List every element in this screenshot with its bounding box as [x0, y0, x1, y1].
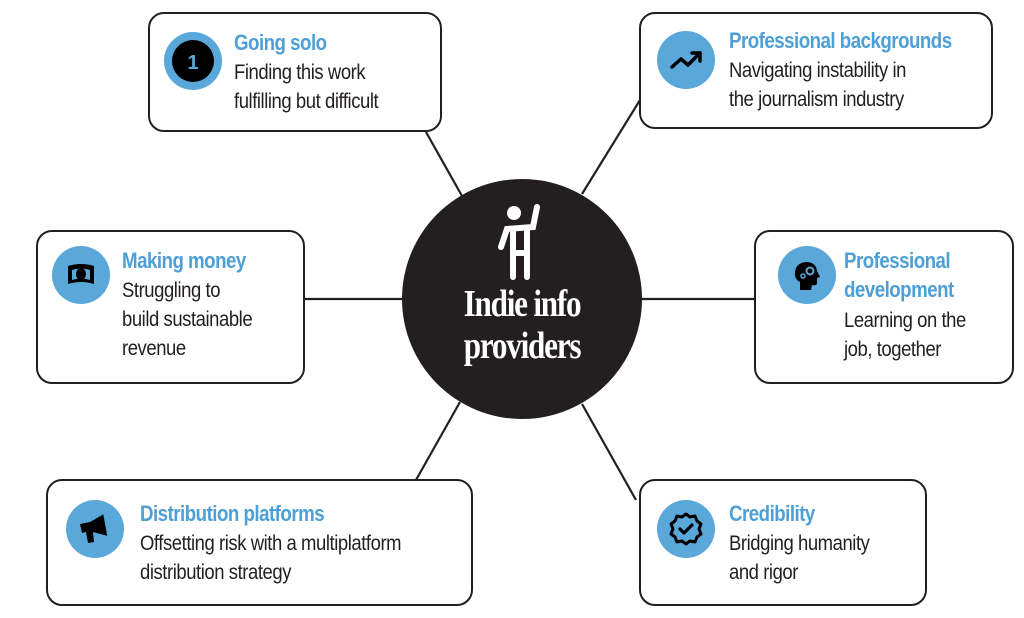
person-waving-icon: [498, 204, 540, 280]
node-description: Finding this work fulfilling but difficu…: [234, 58, 379, 116]
connector-distribution-platforms: [415, 401, 461, 481]
head-gears-icon: [778, 246, 836, 304]
desc-line: build sustainable: [122, 308, 253, 331]
node-title: Professional development: [844, 246, 954, 304]
node-description: Navigating instability in the journalism…: [729, 56, 906, 114]
hub-title-line1: Indie info: [463, 283, 582, 325]
title-line: Professional: [844, 248, 951, 273]
node-title: Professional backgrounds: [729, 28, 952, 53]
hub-title: Indie info providers: [424, 283, 621, 367]
node-title: Making money: [122, 248, 246, 273]
node-going-solo: 1 Going solo Finding this work fulfillin…: [148, 12, 442, 132]
desc-line: Navigating instability in: [729, 59, 906, 82]
desc-line: job, together: [844, 338, 942, 361]
desc-line: Learning on the: [844, 309, 966, 332]
desc-line: revenue: [122, 337, 186, 360]
connector-going-solo: [425, 131, 463, 197]
svg-text:1: 1: [187, 52, 198, 74]
connector-credibility: [581, 403, 637, 501]
node-distribution-platforms: Distribution platforms Offsetting risk w…: [46, 479, 473, 606]
trending-up-icon: [657, 31, 715, 89]
number-one-icon: 1: [164, 32, 222, 90]
hub-circle: Indie info providers: [402, 179, 642, 419]
desc-line: and rigor: [729, 561, 798, 584]
node-credibility: Credibility Bridging humanity and rigor: [639, 479, 927, 606]
node-description: Offsetting risk with a multiplatform dis…: [140, 529, 402, 587]
node-professional-backgrounds: Professional backgrounds Navigating inst…: [639, 12, 993, 129]
desc-line: Struggling to: [122, 279, 221, 302]
megaphone-icon: [66, 500, 124, 558]
title-line: development: [844, 277, 954, 302]
desc-line: Finding this work: [234, 61, 366, 84]
desc-line: distribution strategy: [140, 561, 292, 584]
node-description: Struggling to build sustainable revenue: [122, 276, 253, 363]
hub-title-line2: providers: [463, 325, 582, 367]
node-description: Learning on the job, together: [844, 306, 966, 364]
node-title: Distribution platforms: [140, 501, 325, 526]
connector-professional-backgrounds: [581, 99, 641, 195]
node-title: Credibility: [729, 501, 815, 526]
desc-line: Bridging humanity: [729, 532, 870, 555]
desc-line: Offsetting risk with a multiplatform: [140, 532, 402, 555]
node-description: Bridging humanity and rigor: [729, 529, 870, 587]
node-title: Going solo: [234, 30, 327, 55]
node-making-money: Making money Struggling to build sustain…: [36, 230, 305, 384]
desc-line: the journalism industry: [729, 88, 904, 111]
desc-line: fulfilling but difficult: [234, 90, 379, 113]
banknote-icon: [52, 246, 110, 304]
verified-badge-icon: [657, 500, 715, 558]
node-professional-development: Professional development Learning on the…: [754, 230, 1014, 384]
